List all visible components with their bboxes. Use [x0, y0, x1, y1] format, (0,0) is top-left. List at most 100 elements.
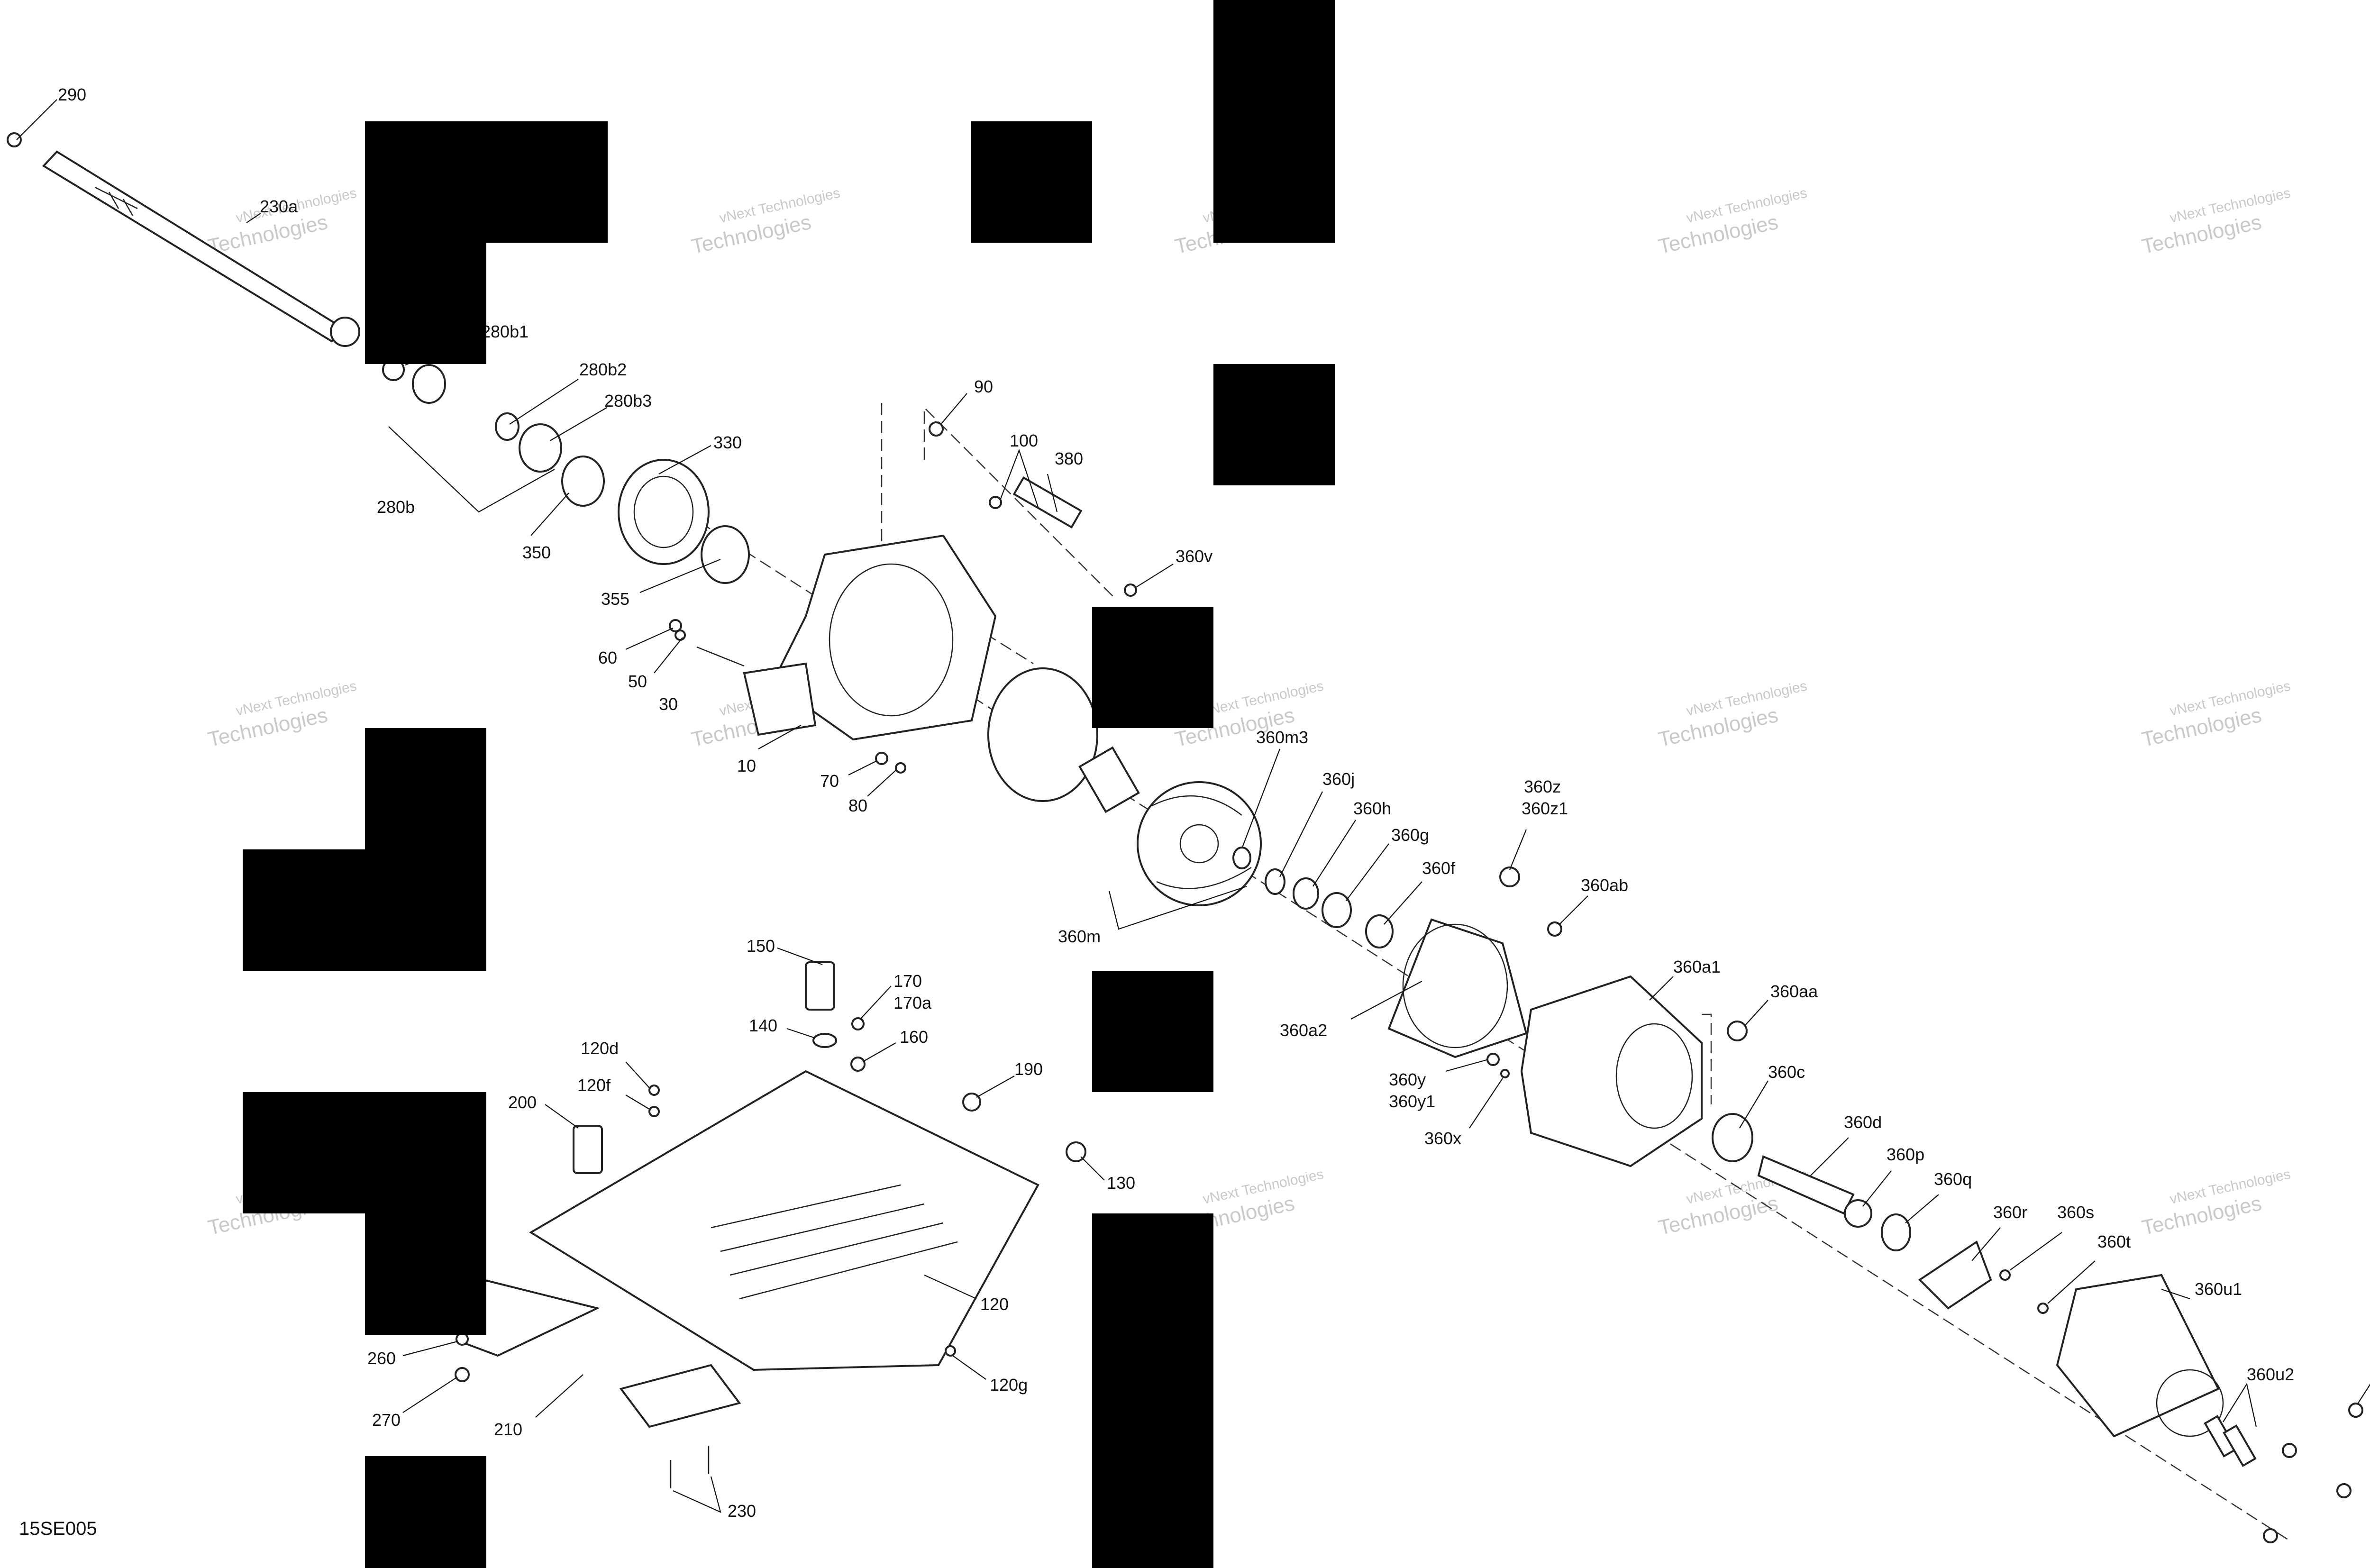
leader-360w [2358, 1384, 2370, 1404]
leader-10 [758, 725, 802, 749]
plug-360y [1486, 1053, 1500, 1066]
leader-100 [999, 448, 1039, 508]
washer-160 [850, 1057, 866, 1072]
circlip-360j [1265, 868, 1285, 895]
clamp-350 [561, 456, 605, 507]
ride-plate-fin [720, 1203, 925, 1252]
o-ring-140 [812, 1033, 837, 1048]
leader-160 [862, 1042, 896, 1062]
leader-lines [16, 99, 2370, 1513]
ring-360m3 [1232, 847, 1251, 869]
screw-120g [945, 1345, 956, 1357]
screw-260 [456, 1332, 469, 1346]
callout-label: 360h [1353, 799, 1391, 818]
leader-360s [2009, 1232, 2062, 1271]
leader-130 [1080, 1156, 1105, 1181]
callout-label: 360y [1389, 1070, 1426, 1089]
callout-label: 30 [659, 694, 678, 714]
ring-360h [1293, 877, 1319, 910]
cone-360r [1918, 1240, 1992, 1310]
callout-label: 280b1 [481, 322, 529, 341]
fastener-90 [929, 421, 944, 437]
bearing-360c [1712, 1113, 1753, 1162]
leader-270 [402, 1377, 458, 1413]
fitting-170 [851, 1017, 865, 1030]
plug-360ab [1547, 921, 1562, 937]
callout-label: 355 [601, 589, 629, 609]
callout-label: 280b [377, 497, 415, 517]
pump-housing-group [743, 534, 2363, 1543]
impeller-360m [1137, 781, 1262, 906]
ride-plate-fin [711, 1184, 901, 1229]
callout-label: 290 [58, 85, 86, 104]
callout-label: 360t [2097, 1232, 2131, 1251]
stator-housing-bore [1615, 1023, 1693, 1129]
redaction-box [1213, 0, 1335, 243]
ring-360f [1365, 914, 1394, 948]
leader-70 [848, 760, 877, 775]
callout-label: 360g [1391, 825, 1429, 845]
callout-label: 360m [1058, 927, 1101, 946]
redaction-box [243, 1092, 486, 1213]
callout-label: 360f [1422, 858, 1456, 878]
callout-label: 60 [598, 648, 617, 667]
callout-label: 230 [728, 1501, 756, 1521]
leader-360z [1509, 829, 1527, 870]
callout-label: 280b3 [604, 391, 652, 410]
leader-120 [924, 1274, 977, 1300]
callout-label: 380 [1055, 449, 1083, 468]
driveshaft-group [7, 132, 750, 584]
leader-360c [1739, 1080, 1768, 1129]
callout-label: 130 [1107, 1173, 1135, 1193]
o-ring-360q [1881, 1213, 1911, 1251]
leader-360aa [1744, 1000, 1768, 1027]
leader-60 [625, 627, 674, 650]
leader-360d [1810, 1137, 1849, 1176]
driveshaft [42, 150, 343, 343]
callout-label: 360q [1934, 1169, 1972, 1189]
callout-label: 120d [581, 1039, 619, 1058]
leader-350 [530, 492, 569, 536]
leader-170 [860, 985, 892, 1020]
leader-120f [625, 1094, 650, 1110]
leader-360g [1346, 843, 1389, 901]
callout-label: 360a2 [1280, 1021, 1327, 1040]
support-380 [1012, 476, 1083, 529]
leader-355 [639, 558, 721, 593]
callout-label: 360aa [1770, 982, 1818, 1001]
bushing [1078, 746, 1140, 813]
impeller-hub [1179, 824, 1219, 864]
screw-360t [2037, 1303, 2049, 1314]
stud-30 [696, 646, 745, 667]
callout-label: 360v [1176, 547, 1212, 566]
ride-plate-group [455, 421, 1137, 1488]
leader-360t [2047, 1260, 2096, 1304]
redaction-box [1092, 1213, 1213, 1568]
callout-label: 360r [1993, 1203, 2027, 1222]
leader-360m [1108, 885, 1247, 930]
screw [2282, 1443, 2297, 1458]
callout-label: 360ab [1581, 875, 1628, 895]
leader-360u1 [2161, 1288, 2190, 1300]
circlip [330, 317, 360, 347]
ride-plate-fin [729, 1222, 944, 1276]
nut-360p [1844, 1199, 1872, 1228]
callout-label: 360s [2057, 1203, 2094, 1222]
callout-label: 150 [747, 936, 775, 956]
stator-housing-360a1 [1520, 975, 1703, 1167]
nut-80 [895, 762, 906, 774]
redaction-box [1213, 364, 1335, 485]
leader-90 [940, 393, 967, 425]
washer-100 [989, 496, 1002, 509]
bracket [619, 1364, 741, 1428]
driveshaft-spline [122, 199, 134, 216]
leader-280b3 [549, 407, 607, 441]
pump-housing-tab [743, 662, 817, 736]
screw-360w [2348, 1403, 2363, 1418]
redaction-box [365, 728, 486, 849]
screw-120d [648, 1085, 660, 1096]
driveshaft-spline [108, 191, 119, 209]
venturi-360u1 [2056, 1274, 2220, 1438]
callout-label: 360y1 [1389, 1092, 1435, 1111]
